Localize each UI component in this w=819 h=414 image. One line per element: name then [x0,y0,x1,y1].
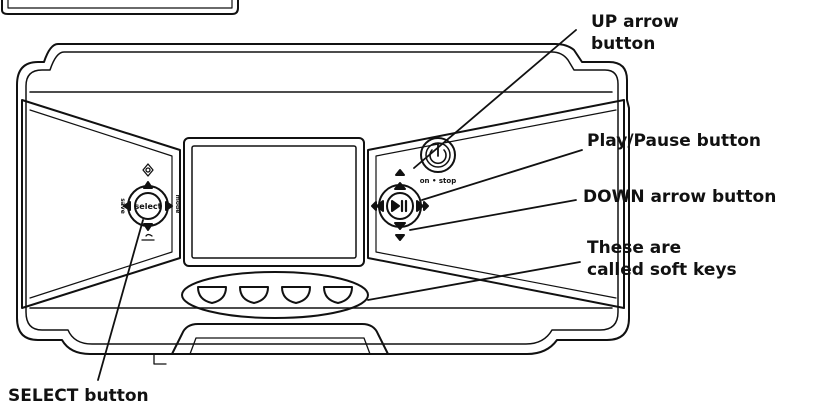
callout-up-arrow: UP arrow button [591,11,679,55]
select-button-label: select [135,202,162,211]
down-arrow-indicator [395,234,405,241]
select-pad [123,181,173,231]
power-button[interactable] [420,137,456,173]
leader-soft-keys [367,261,581,301]
top-left-fragment-inner [7,0,233,9]
play-pause-pad [376,182,424,230]
callout-up-arrow-line-1: UP arrow [591,12,679,32]
bottom-stand [171,323,389,355]
lcd-screen [191,145,357,259]
leader-down-arrow [409,199,577,231]
leader-play-pause [421,149,583,201]
callout-play-pause: Play/Pause button [587,131,761,151]
left-wing-panel [21,99,181,309]
soft-key-2[interactable] [239,286,269,304]
navigation-icon [142,163,154,177]
up-arrow-indicator [395,169,405,176]
bottom-stand-inner [189,337,371,355]
callout-up-arrow-line-2: button [591,34,656,54]
save-side-label: save [119,198,126,214]
soft-keys-highlight [181,271,369,319]
soft-key-3[interactable] [281,286,311,304]
top-left-fragment [1,0,239,15]
right-arrow-indicator [423,201,429,211]
left-arrow-indicator [371,201,377,211]
left-wing-inner [29,109,173,299]
device-inner-outline [25,51,619,345]
callout-select: SELECT button [8,386,149,406]
power-button-label: on • stop [420,177,456,185]
leader-up-arrow [413,29,577,169]
return-icon [141,233,155,241]
bottom-foot [153,353,167,365]
callout-down-arrow: DOWN arrow button [583,187,777,207]
device-body [16,43,630,355]
leader-select [97,219,144,381]
soft-key-1[interactable] [197,286,227,304]
lcd-screen-bezel [183,137,365,267]
mode-side-label: mode [174,195,181,214]
callout-soft-keys: These are called soft keys [587,237,737,281]
callout-soft-keys-line-2: called soft keys [587,260,737,280]
soft-key-4[interactable] [323,286,353,304]
callout-soft-keys-line-1: These are [587,238,682,258]
